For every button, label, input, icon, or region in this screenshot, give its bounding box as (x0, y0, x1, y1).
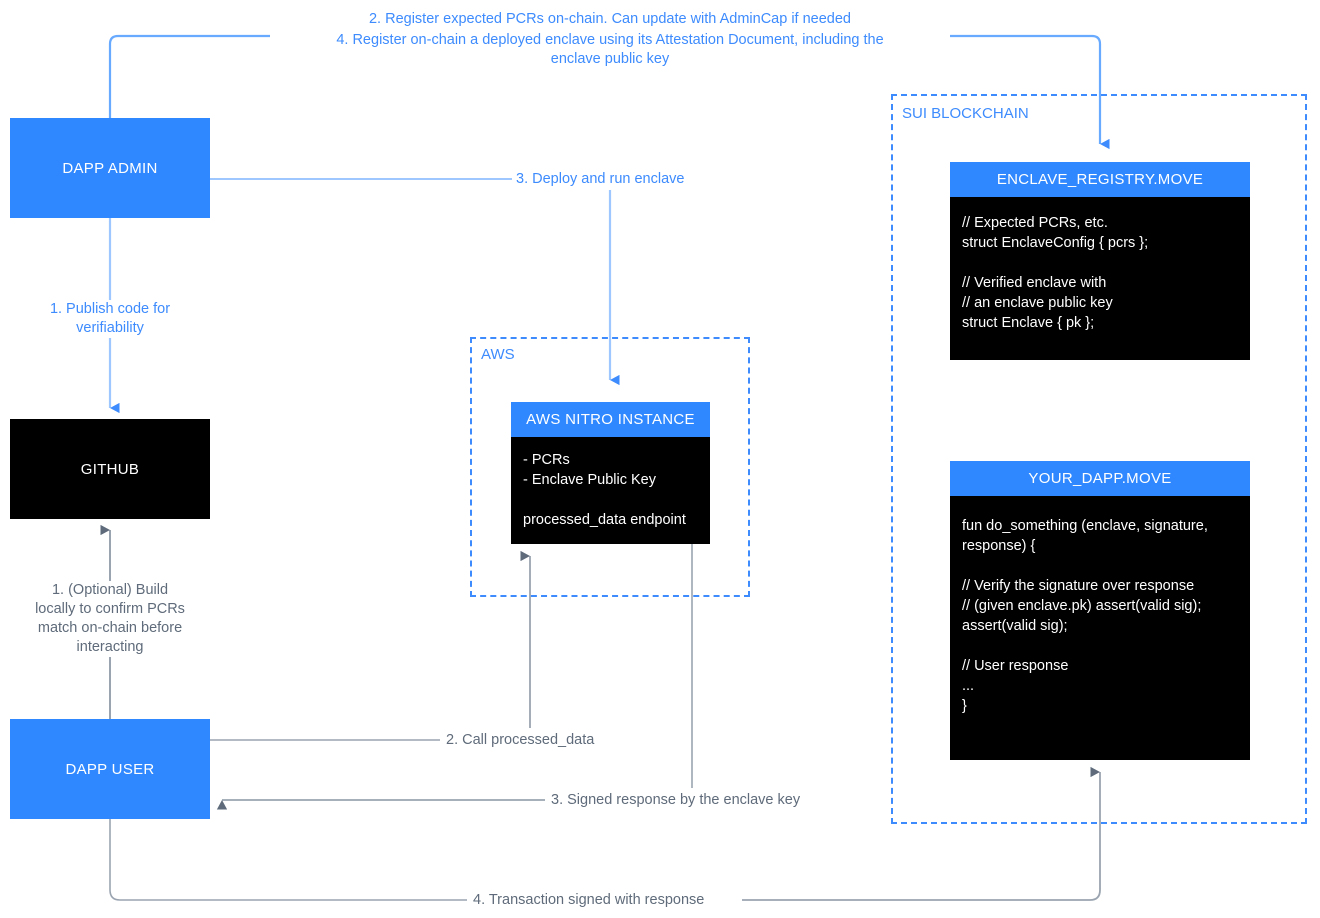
node-dapp-user-label: DAPP USER (65, 760, 155, 778)
wire-transaction-to-your-dapp (742, 766, 1101, 901)
card-aws-nitro-title: AWS NITRO INSTANCE (511, 402, 710, 437)
group-label-sui-blockchain: SUI BLOCKCHAIN (899, 105, 1033, 122)
node-dapp-admin[interactable]: DAPP ADMIN (10, 118, 210, 218)
edge-label-build-locally: 1. (Optional) Build locally to confirm P… (15, 581, 205, 657)
edge-label-register-pcrs: 2. Register expected PCRs on-chain. Can … (368, 11, 851, 27)
edge-label-signed-response: 3. Signed response by the enclave key (548, 791, 804, 810)
card-aws-nitro-instance[interactable]: AWS NITRO INSTANCE - PCRs - Enclave Publ… (511, 402, 710, 544)
node-github[interactable]: GITHUB (10, 419, 210, 519)
group-sui-blockchain: SUI BLOCKCHAIN (891, 94, 1307, 824)
group-aws: AWS (470, 337, 750, 597)
card-enclave-registry-body: // Expected PCRs, etc. struct EnclaveCon… (950, 197, 1250, 360)
card-enclave-registry-title: ENCLAVE_REGISTRY.MOVE (950, 162, 1250, 197)
card-enclave-registry-move[interactable]: ENCLAVE_REGISTRY.MOVE // Expected PCRs, … (950, 162, 1250, 360)
card-your-dapp-move[interactable]: YOUR_DAPP.MOVE fun do_something (enclave… (950, 461, 1250, 760)
edge-label-register-enclave: 4. Register on-chain a deployed enclave … (270, 31, 950, 69)
card-your-dapp-body: fun do_something (enclave, signature, re… (950, 496, 1250, 760)
edge-label-publish-code: 1. Publish code for verifiability (25, 300, 195, 338)
edge-label-deploy-and-run-enclave: 3. Deploy and run enclave (512, 170, 689, 189)
node-dapp-user[interactable]: DAPP USER (10, 719, 210, 819)
node-dapp-admin-label: DAPP ADMIN (62, 159, 158, 177)
node-github-label: GITHUB (80, 460, 140, 478)
edge-label-call-processed-data: 2. Call processed_data (443, 731, 598, 750)
edge-label-transaction-signed: 4. Transaction signed with response (470, 891, 708, 910)
card-your-dapp-title: YOUR_DAPP.MOVE (950, 461, 1250, 496)
card-aws-nitro-body: - PCRs - Enclave Public Key processed_da… (511, 437, 710, 544)
wire-user-to-your-dapp (109, 812, 467, 901)
group-label-aws: AWS (478, 346, 519, 363)
